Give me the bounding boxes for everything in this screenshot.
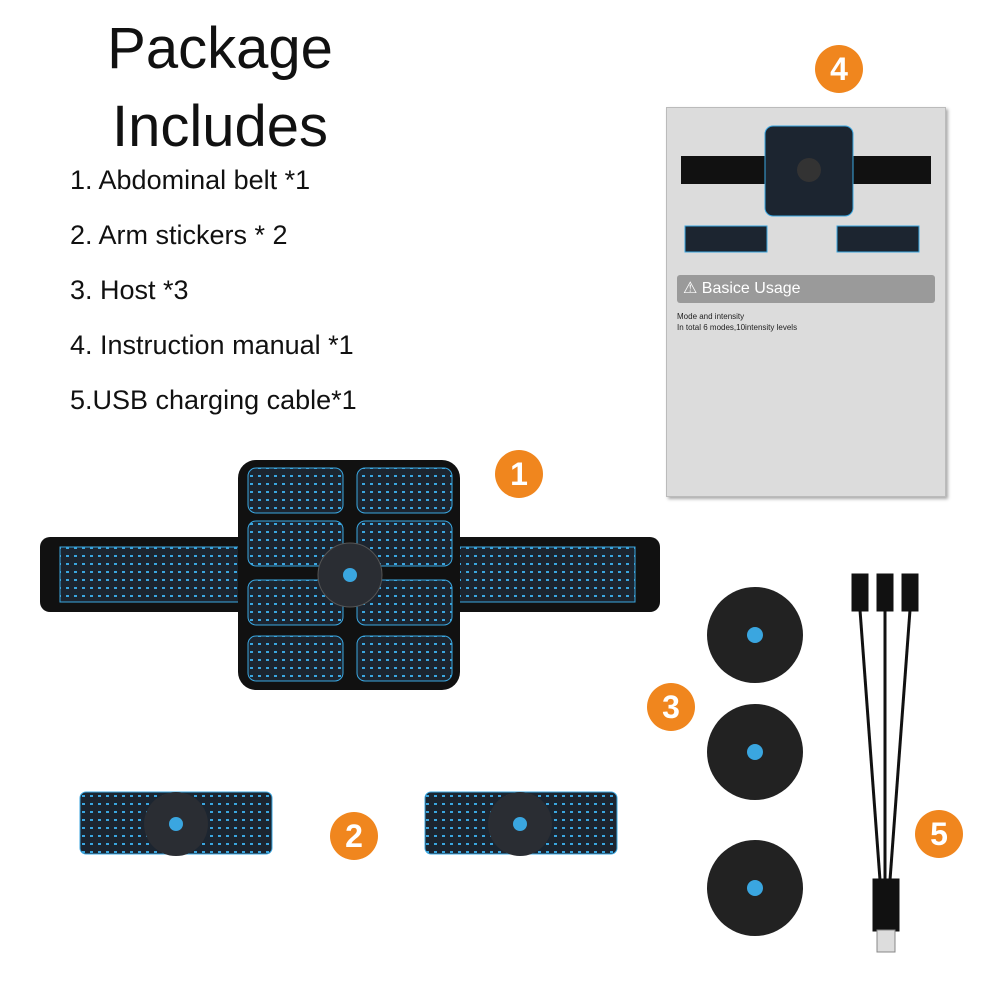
badge-1: 1 [495,450,543,498]
usb-charging-cable [851,573,919,953]
instruction-manual: ⚠ Basice Usage Mode and intensity In tot… [666,107,946,497]
list-item: 1. Abdominal belt *1 [70,165,311,195]
host-unit [707,704,803,800]
badge-3: 3 [647,683,695,731]
list-item: 5.USB charging cable*1 [70,385,357,415]
arm-sticker [79,791,273,856]
heading-line2: Includes [111,94,329,159]
manual-text-line: Mode and intensity [677,312,745,321]
abdominal-belt [40,460,660,690]
host-unit [707,587,803,683]
manual-section-header: ⚠ Basice Usage [677,275,935,303]
list-item: 2. Arm stickers * 2 [70,220,288,250]
badge-2: 2 [330,812,378,860]
list-item: 3. Host *3 [70,275,189,305]
host-unit [707,840,803,936]
manual-text-line: In total 6 modes,10intensity levels [677,323,798,332]
list-item: 4. Instruction manual *1 [70,330,354,360]
badge-4: 4 [815,45,863,93]
arm-sticker [424,791,618,856]
badge-5: 5 [915,810,963,858]
manual-product-image [681,125,931,253]
heading-line1: Package [107,16,333,81]
